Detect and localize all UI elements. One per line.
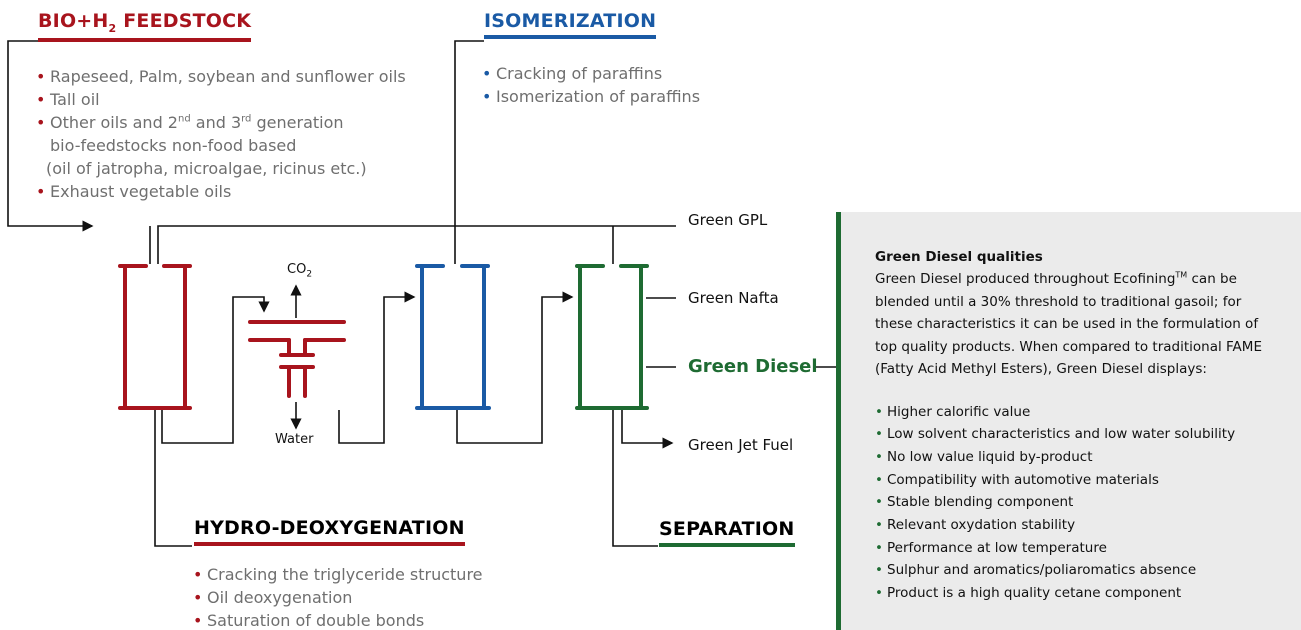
jet-line bbox=[621, 410, 674, 449]
list-item: (oil of jatropha, microalgae, ricinus et… bbox=[46, 159, 367, 178]
co2-label: CO2 bbox=[287, 262, 313, 280]
panel-list: Higher calorific value Low solvent chara… bbox=[875, 401, 1301, 605]
green-diesel-label: Green Diesel bbox=[688, 356, 818, 377]
isomerization-title: ISOMERIZATION bbox=[484, 10, 657, 39]
gas-separator-icon bbox=[248, 320, 346, 398]
list-item: Stable blending component bbox=[875, 491, 1301, 514]
sep-to-iso-line bbox=[338, 291, 416, 444]
list-item: Product is a high quality cetane compone… bbox=[875, 582, 1301, 605]
list-item: Performance at low temperature bbox=[875, 537, 1301, 560]
panel-heading: Green Diesel qualities bbox=[875, 249, 1043, 265]
green-diesel-qualities-panel: Green Diesel qualities Green Diesel prod… bbox=[836, 212, 1301, 630]
water-label: Water bbox=[275, 432, 314, 447]
list-item: Saturation of double bonds bbox=[193, 609, 483, 630]
iso-line bbox=[454, 40, 484, 264]
feedstock-title: BIO+H2 FEEDSTOCK bbox=[38, 10, 252, 42]
hdo-reactor-icon bbox=[118, 264, 192, 410]
green-jet-fuel-label: Green Jet Fuel bbox=[688, 436, 794, 454]
list-item: Exhaust vegetable oils bbox=[36, 180, 406, 203]
list-item: Tall oil bbox=[36, 88, 406, 111]
hdo-line bbox=[154, 410, 192, 547]
list-item: bio-feedstocks non-food based bbox=[50, 136, 297, 155]
list-item: Higher calorific value bbox=[875, 401, 1301, 424]
green-gpl-label: Green GPL bbox=[688, 211, 768, 229]
iso-to-col-line bbox=[456, 291, 574, 444]
panel-paragraph: Green Diesel produced throughout Ecofini… bbox=[875, 270, 1262, 377]
hdo-list: Cracking the triglyceride structure Oil … bbox=[193, 563, 483, 630]
r1-to-sep-line bbox=[161, 296, 270, 444]
sep-bracket-line bbox=[612, 410, 658, 547]
separation-title: SEPARATION bbox=[659, 518, 795, 547]
list-item: Relevant oxydation stability bbox=[875, 514, 1301, 537]
list-item: Other oils and 2nd and 3rd generation bbox=[36, 111, 406, 134]
gpl-header-line bbox=[157, 225, 676, 264]
list-item: Rapeseed, Palm, soybean and sunflower oi… bbox=[36, 65, 406, 88]
feedstock-list: Rapeseed, Palm, soybean and sunflower oi… bbox=[36, 65, 406, 203]
green-nafta-label: Green Nafta bbox=[688, 289, 779, 307]
separation-column-icon bbox=[575, 264, 649, 410]
list-item: Cracking of paraffins bbox=[482, 62, 700, 85]
list-item: Isomerization of paraffins bbox=[482, 85, 700, 108]
feed-line bbox=[7, 40, 94, 232]
list-item: Oil deoxygenation bbox=[193, 586, 483, 609]
hdo-title: HYDRO-DEOXYGENATION bbox=[194, 517, 465, 546]
list-item: No low value liquid by-product bbox=[875, 446, 1301, 469]
list-item: Cracking the triglyceride structure bbox=[193, 563, 483, 586]
list-item: Low solvent characteristics and low wate… bbox=[875, 423, 1301, 446]
isomerization-reactor-icon bbox=[415, 264, 491, 410]
list-item: Compatibility with automotive materials bbox=[875, 469, 1301, 492]
list-item: Sulphur and aromatics/poliaromatics abse… bbox=[875, 559, 1301, 582]
isomerization-list: Cracking of paraffins Isomerization of p… bbox=[482, 62, 700, 108]
